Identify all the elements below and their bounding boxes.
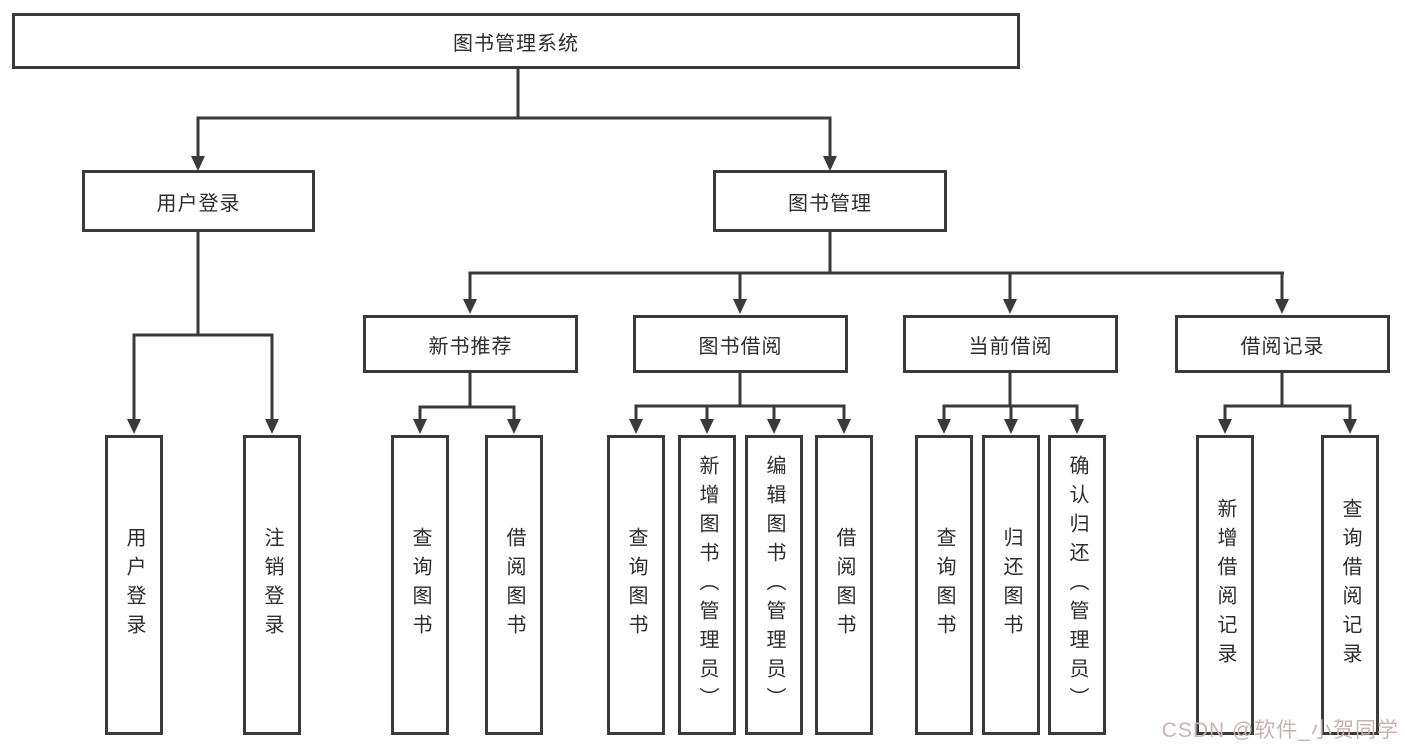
leaf-label: 编辑图书（管理员） [763, 454, 785, 716]
leaf-return-books: 归还图书 [982, 435, 1040, 735]
leaf-query-books-1: 查询图书 [391, 435, 449, 735]
node-label: 图书借阅 [698, 335, 783, 358]
leaf-label: 查询图书 [625, 527, 647, 643]
leaf-label: 用户登录 [123, 527, 145, 643]
leaf-borrow-books-2: 借阅图书 [815, 435, 873, 735]
leaf-edit-books-admin: 编辑图书（管理员） [745, 435, 803, 735]
leaf-label: 注销登录 [261, 527, 283, 643]
node-label: 当前借阅 [968, 335, 1053, 358]
connector-root-to-level2 [191, 69, 837, 171]
node-new-book-recommend: 新书推荐 [363, 315, 578, 373]
node-label: 图书管理 [788, 192, 872, 215]
leaf-confirm-return-admin: 确认归还（管理员） [1048, 435, 1106, 735]
leaf-label: 归还图书 [1000, 527, 1022, 643]
node-borrow-records: 借阅记录 [1175, 315, 1390, 373]
node-user-login: 用户登录 [82, 170, 315, 232]
node-library-management-system: 图书管理系统 [12, 13, 1020, 69]
node-label: 借阅记录 [1240, 335, 1325, 358]
leaf-label: 借阅图书 [503, 527, 525, 643]
node-label: 图书管理系统 [453, 32, 579, 55]
leaf-label: 新增借阅记录 [1214, 498, 1236, 672]
leaf-label: 确认归还（管理员） [1066, 454, 1088, 716]
leaf-add-borrow-record: 新增借阅记录 [1196, 435, 1254, 735]
node-label: 用户登录 [156, 192, 241, 215]
leaf-query-borrow-record: 查询借阅记录 [1321, 435, 1379, 735]
leaf-query-books-2: 查询图书 [607, 435, 665, 735]
node-label: 新书推荐 [428, 335, 513, 358]
connector-book-borrow-branch [629, 373, 851, 434]
leaf-label: 查询借阅记录 [1339, 498, 1361, 672]
csdn-watermark: CSDN @软件_小贺同学 [1161, 719, 1399, 742]
leaf-user-login: 用户登录 [105, 435, 163, 735]
connector-book-management-to-level3 [463, 232, 1289, 314]
leaf-borrow-books-1: 借阅图书 [485, 435, 543, 735]
leaf-label: 新增图书（管理员） [696, 454, 718, 716]
connector-new-book-branch [413, 373, 521, 434]
connector-current-borrow-branch [937, 373, 1084, 434]
leaf-add-books-admin: 新增图书（管理员） [678, 435, 736, 735]
node-book-management: 图书管理 [713, 170, 947, 232]
node-book-borrow: 图书借阅 [633, 315, 848, 373]
connector-user-login-branch [127, 232, 279, 434]
connector-borrow-records-branch [1218, 373, 1357, 434]
leaf-query-books-3: 查询图书 [915, 435, 973, 735]
leaf-label: 查询图书 [409, 527, 431, 643]
leaf-label: 查询图书 [933, 527, 955, 643]
leaf-logout: 注销登录 [243, 435, 301, 735]
leaf-label: 借阅图书 [833, 527, 855, 643]
node-current-borrow: 当前借阅 [903, 315, 1118, 373]
